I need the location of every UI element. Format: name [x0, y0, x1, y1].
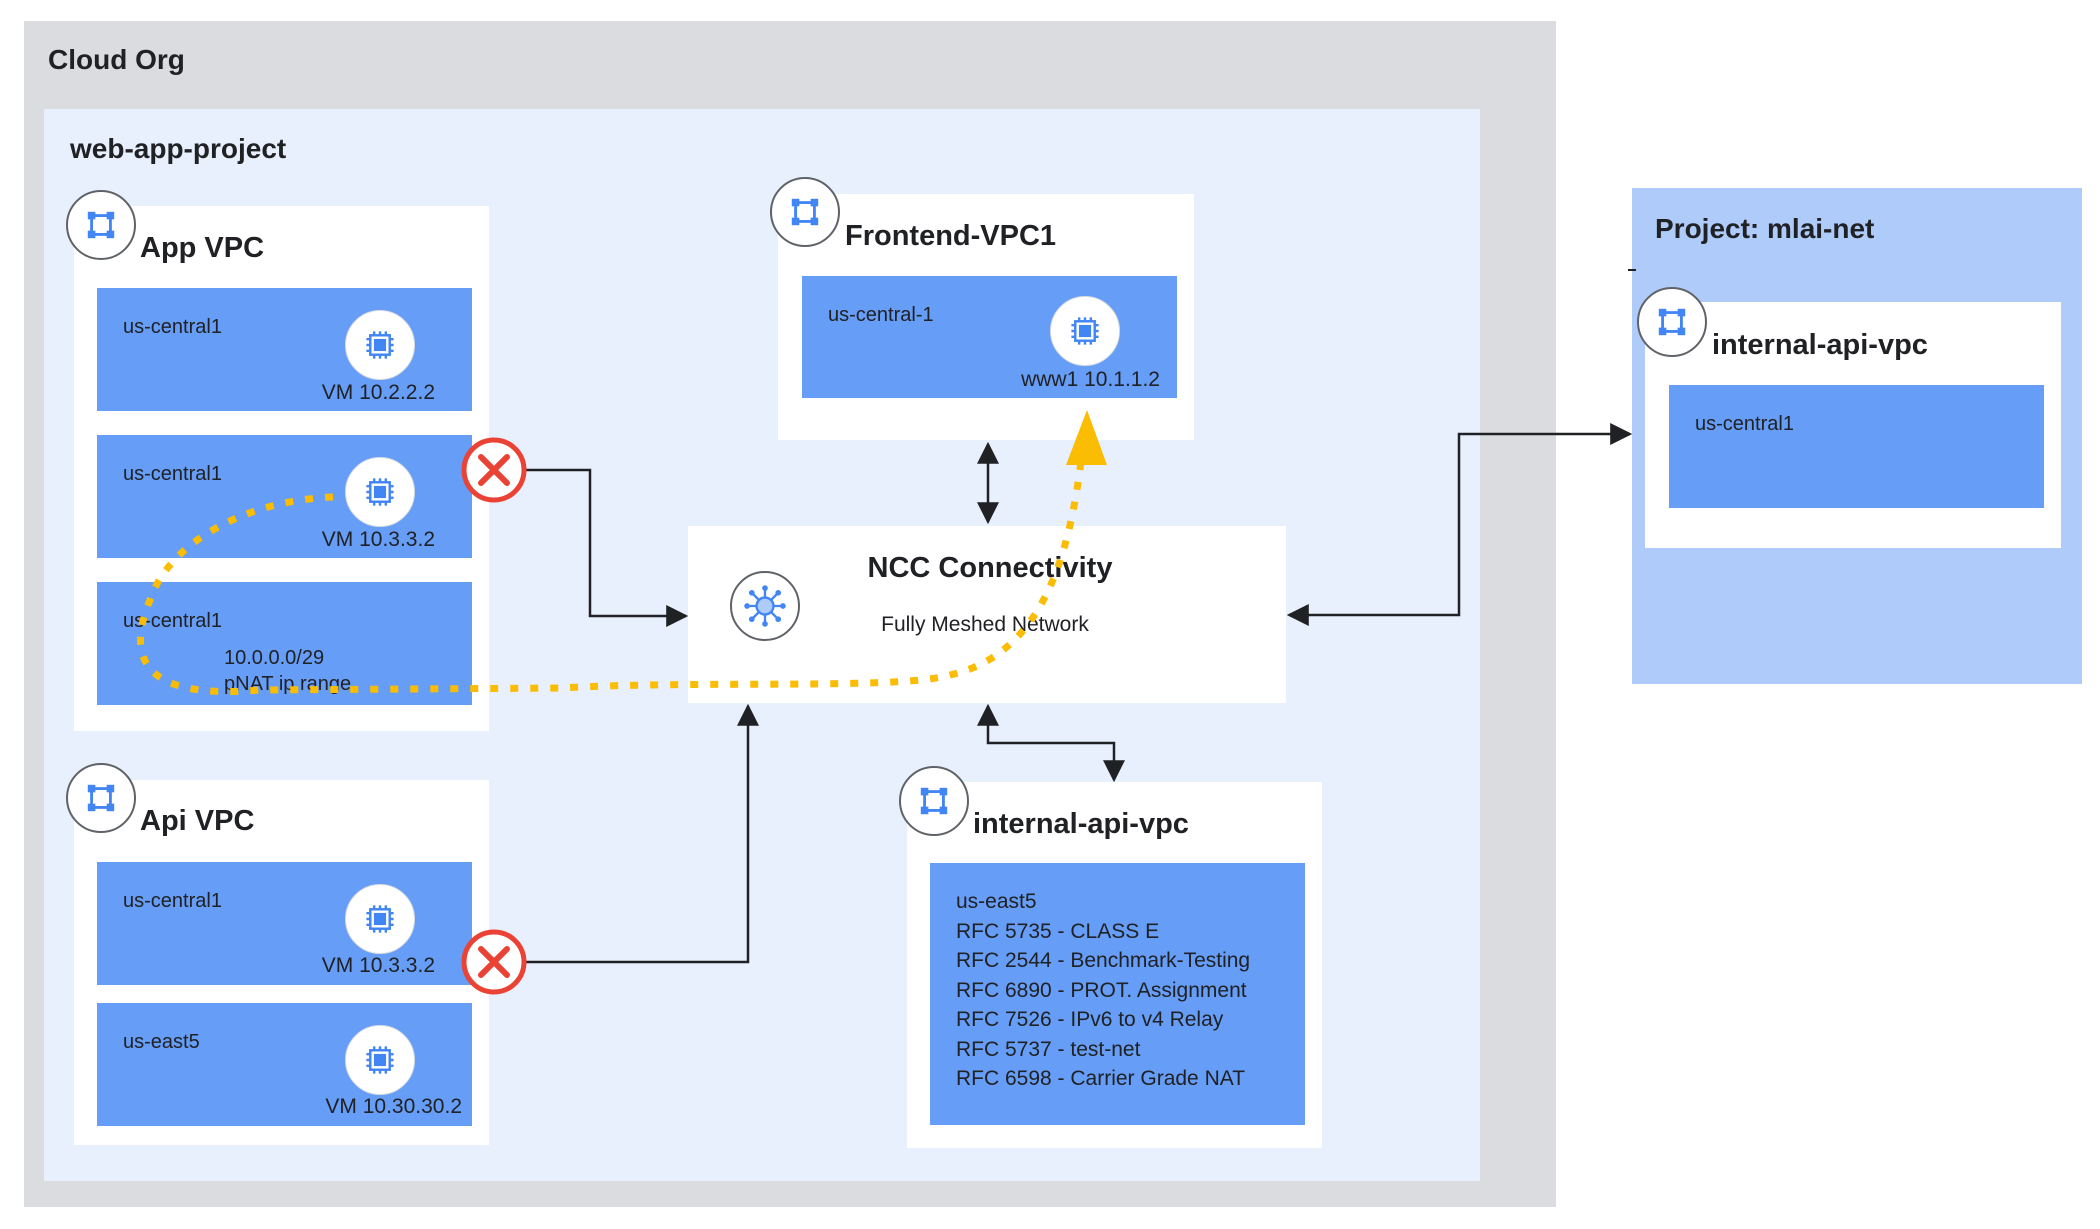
vm-ip-label: VM 10.3.3.2	[321, 528, 435, 551]
frontend-vpc-title: Frontend-VPC1	[845, 220, 1057, 252]
ncc-subtitle: Fully Meshed Network	[881, 613, 1089, 636]
rfc-range-item: RFC 5737 - test-net	[956, 1037, 1141, 1061]
vpc-icon	[770, 177, 840, 247]
vpc-icon	[899, 766, 969, 836]
app-vpc-title: App VPC	[140, 232, 265, 264]
vm-chip-icon	[345, 457, 415, 527]
vpc-icon	[1637, 287, 1707, 357]
vm-ip-label: VM 10.2.2.2	[321, 381, 435, 404]
vm-chip-icon	[345, 1025, 415, 1095]
subnet-region-label: us-central1	[123, 890, 222, 912]
vpc-icon	[66, 763, 136, 833]
vm-chip-icon	[345, 884, 415, 954]
ncc-title: NCC Connectivity	[867, 552, 1113, 584]
subnet-region-label: us-central1	[1695, 413, 1794, 435]
rfc-range-item: RFC 5735 - CLASS E	[956, 919, 1160, 943]
subnet-region-label: us-east5	[123, 1031, 200, 1053]
rfc-range-item: RFC 6890 - PROT. Assignment	[956, 978, 1247, 1002]
subnet-region-label: us-east5	[956, 890, 1037, 913]
vm-ip-label: VM 10.30.30.2	[325, 1095, 462, 1118]
subnet-region-label: us-central1	[123, 610, 222, 632]
mlai-subnet	[1669, 385, 2044, 508]
subnet-region-label: us-central1	[123, 316, 222, 338]
subnet-region-label: us-central1	[123, 463, 222, 485]
vm-chip-icon	[1050, 296, 1120, 366]
vm-ip-label: www1 10.1.1.2	[1021, 368, 1160, 391]
subnet-region-label: us-central-1	[828, 304, 934, 326]
internal-api-subnet	[930, 863, 1305, 1125]
mlai-net-project-title: Project: mlai-net	[1655, 213, 1875, 244]
internal-api-vpc-title: internal-api-vpc	[973, 808, 1189, 840]
mlai-vpc-title: internal-api-vpc	[1712, 329, 1928, 361]
pnat-range-label: pNAT ip range	[224, 673, 352, 695]
rfc-range-list: us-east5 RFC 5735 - CLASS E RFC 2544 - B…	[956, 887, 1250, 1094]
vm-chip-icon	[345, 310, 415, 380]
vpc-icon	[66, 190, 136, 260]
rfc-range-item: RFC 2544 - Benchmark-Testing	[956, 949, 1251, 972]
pnat-range-value: 10.0.0.0/29	[224, 647, 325, 669]
rfc-range-item: RFC 6598 - Carrier Grade NAT	[956, 1067, 1246, 1090]
api-vpc-title: Api VPC	[140, 805, 255, 837]
ncc-hub-icon	[730, 571, 800, 641]
cloud-org-title: Cloud Org	[48, 44, 185, 75]
rfc-range-item: RFC 7526 - IPv6 to v4 Relay	[956, 1008, 1224, 1031]
web-app-project-title: web-app-project	[70, 133, 287, 164]
vm-ip-label: VM 10.3.3.2	[321, 954, 435, 977]
